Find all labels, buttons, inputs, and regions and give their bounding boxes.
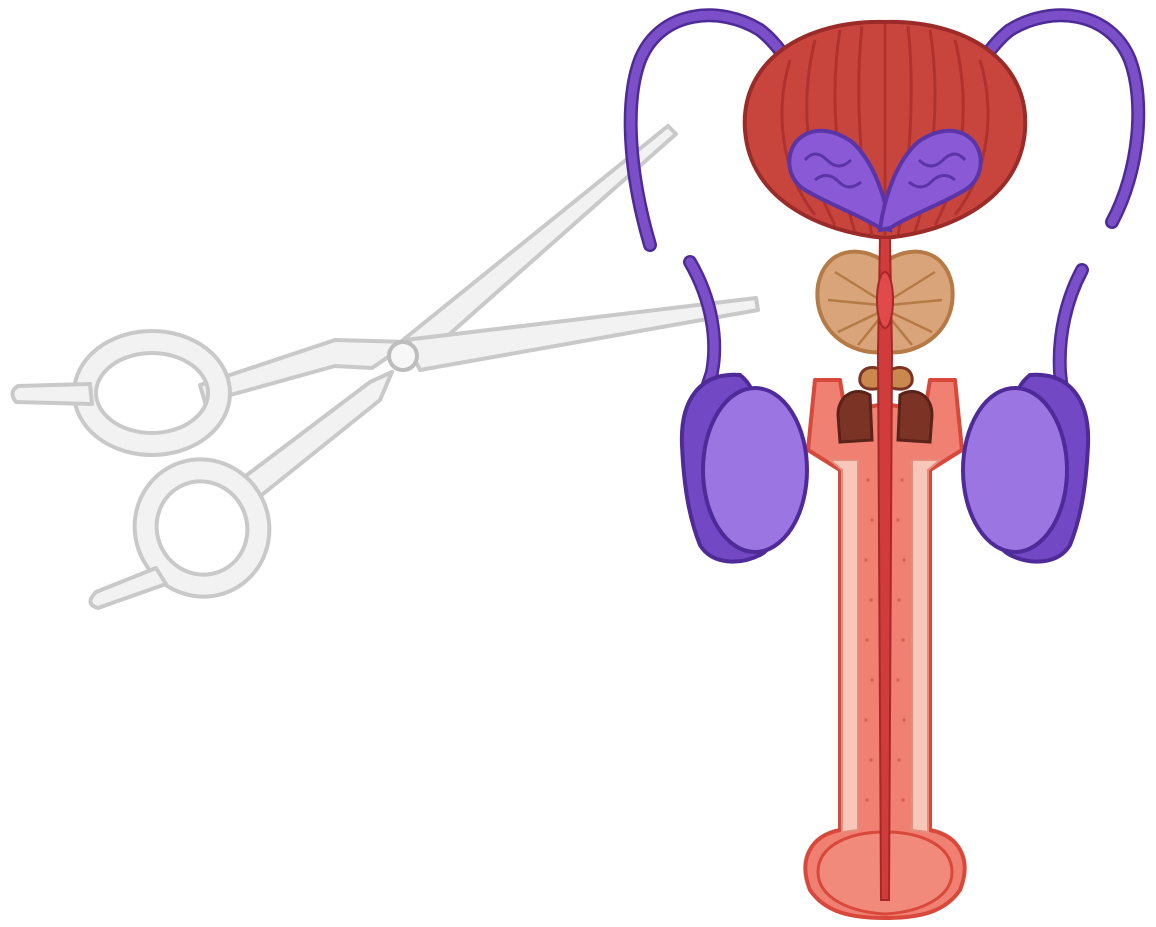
shaft-band-right bbox=[912, 460, 940, 832]
scissors-lower-finger-rest bbox=[90, 568, 166, 608]
scissors-icon bbox=[12, 126, 758, 608]
male-reproductive-system bbox=[631, 15, 1139, 918]
testis-left bbox=[703, 388, 807, 552]
urethra-prostatic-part bbox=[877, 272, 893, 328]
testis-right-group bbox=[963, 375, 1088, 562]
scissors-upper-finger-rest bbox=[12, 384, 92, 404]
testis-right bbox=[963, 388, 1067, 552]
scissors-pivot bbox=[389, 342, 417, 370]
corpus-cavernosum-right-top bbox=[898, 392, 932, 442]
scissors-lower-shank bbox=[243, 372, 392, 498]
urethra bbox=[878, 238, 892, 900]
shaft-band-left bbox=[830, 460, 858, 832]
corpus-cavernosum-left-top bbox=[838, 392, 872, 442]
testis-left-group bbox=[682, 375, 807, 562]
